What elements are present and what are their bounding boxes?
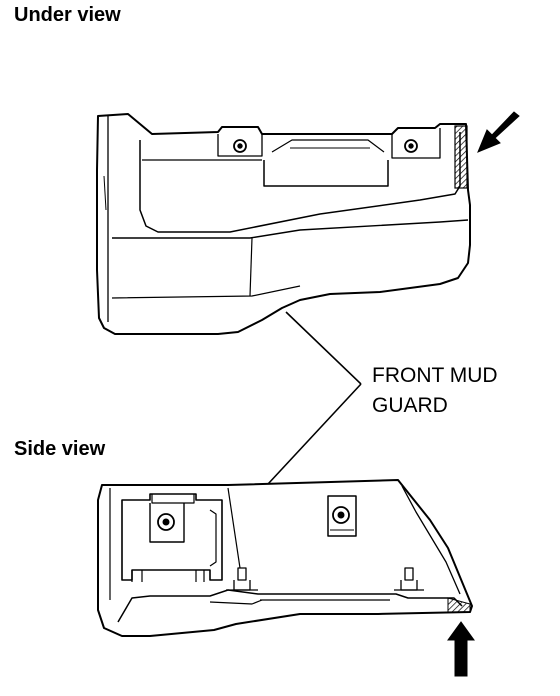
side-view-bolt-right (332, 506, 350, 524)
under-view-bolt-left (233, 139, 247, 153)
callout-label-line1: FRONT MUD (372, 364, 498, 387)
side-view-hatch (447, 597, 471, 613)
under-view-mudguard (96, 113, 471, 335)
side-view-bolt-left (157, 513, 175, 531)
callout-label: FRONT MUD GUARD (372, 361, 498, 421)
under-view-bolt-right (404, 139, 418, 153)
under-view-title: Under view (14, 4, 121, 26)
side-view-outline (97, 479, 473, 637)
under-view-arrow-icon (477, 111, 520, 153)
side-view-mudguard (97, 479, 473, 637)
side-view-title: Side view (14, 438, 106, 460)
side-view-arrow-icon (447, 621, 475, 677)
under-view-hatch (454, 125, 468, 189)
callout-label-line2: GUARD (372, 394, 448, 417)
under-view-outline (96, 113, 471, 335)
callout-leader-lines (267, 311, 362, 485)
